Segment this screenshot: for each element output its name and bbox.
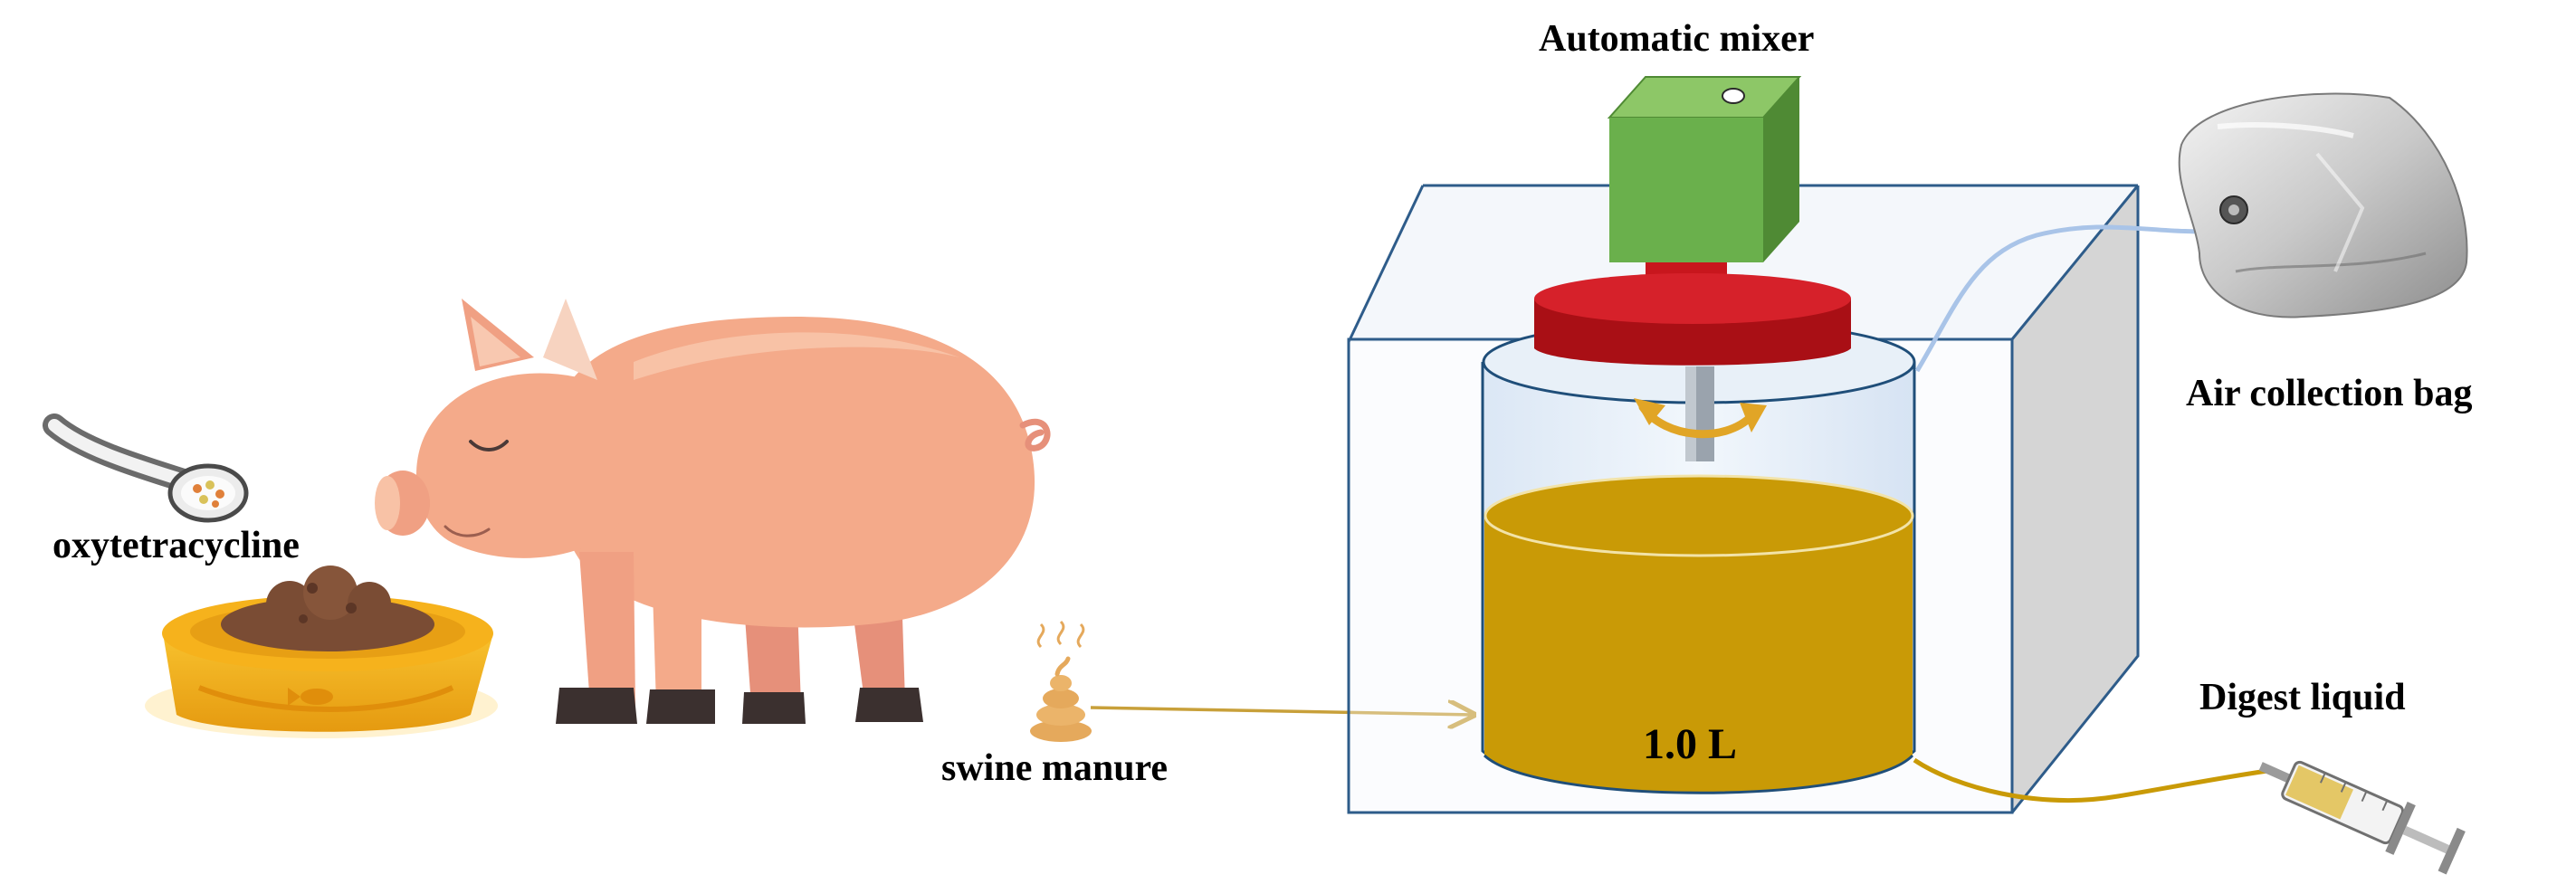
feed-bowl-icon [145, 566, 498, 738]
automatic-mixer [1534, 76, 1851, 461]
oxytetracycline-label: oxytetracycline [52, 525, 300, 566]
feed-arrow [1090, 708, 1474, 715]
pig-feed [221, 566, 434, 651]
volume-label: 1.0 L [1643, 720, 1737, 768]
air-collection-bag-icon [2178, 92, 2468, 318]
digest-liquid-label: Digest liquid [2199, 677, 2406, 718]
swine-manure-icon [1030, 620, 1092, 742]
spoon-icon [43, 413, 249, 523]
rotation-arrow-icon [1634, 398, 1767, 439]
digester-vessel [1481, 319, 1916, 794]
liquid-contents [1483, 474, 1914, 794]
fish-icon [288, 688, 333, 706]
automatic-mixer-label: Automatic mixer [1539, 18, 1814, 60]
pig-illustration [375, 299, 1051, 724]
syringe-icon [2258, 760, 2466, 875]
air-collection-bag-label: Air collection bag [2186, 373, 2473, 414]
gas-tube [1914, 224, 2223, 373]
swine-manure-label: swine manure [941, 747, 1168, 789]
digest-tube [1913, 757, 2268, 803]
